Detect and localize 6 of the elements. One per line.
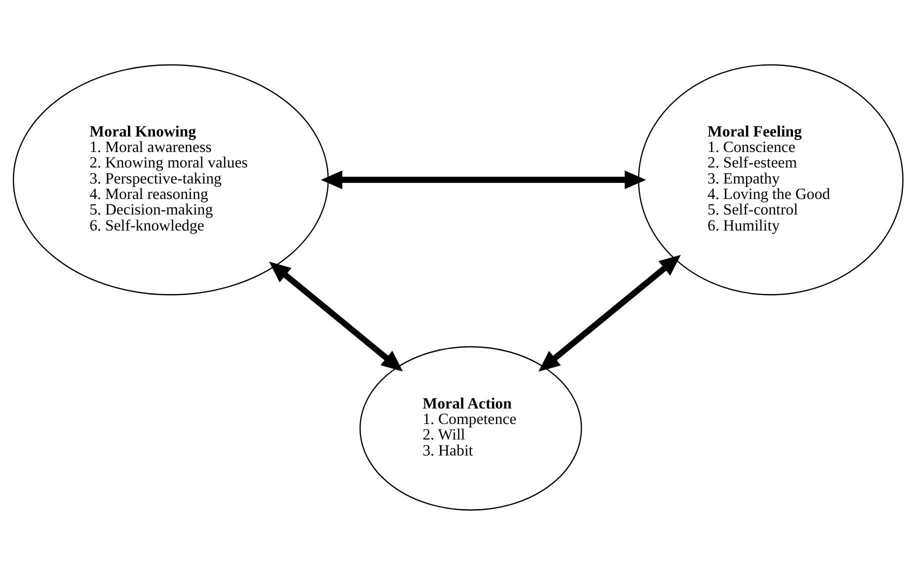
arrow: [269, 261, 403, 372]
arrow: [320, 170, 646, 189]
node-ellipse: Moral Action 1. Competence 2. Will 3. Habit: [360, 346, 582, 510]
arrow: [538, 254, 681, 372]
node-ellipse: Moral Feeling 1. Conscience 2. Self-esteem 3. Empathy 4. Loving the Good 5. Self-control 6. Humility: [638, 64, 904, 295]
node-ellipse: Moral Knowing 1. Moral awareness 2. Knowing moral values 3. Perspective-taking 4. Moral reasoning 5. Decision-making 6. Self-knowledge: [12, 64, 329, 295]
